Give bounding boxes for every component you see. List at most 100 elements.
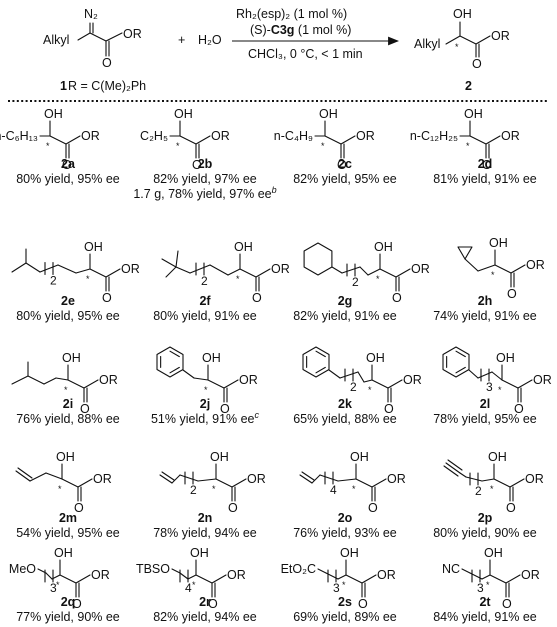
bond bbox=[161, 471, 175, 481]
alkyl-substituent: n-C₁₂H₂₅ bbox=[410, 129, 458, 143]
bond bbox=[339, 371, 359, 379]
carbonyl-o: O bbox=[80, 402, 90, 416]
compound-label: 2d bbox=[478, 157, 493, 171]
plus-sign: + bbox=[178, 33, 185, 47]
bond bbox=[477, 371, 493, 379]
bond bbox=[363, 379, 373, 383]
bond bbox=[468, 369, 479, 379]
bond bbox=[169, 350, 180, 358]
carbonyl-o: O bbox=[506, 501, 516, 515]
stereocenter-star: * bbox=[46, 141, 50, 151]
bond bbox=[223, 379, 239, 389]
carbonyl-o: O bbox=[337, 158, 347, 172]
bond bbox=[367, 268, 381, 276]
stereocenter-star: * bbox=[466, 141, 470, 151]
water: H₂O bbox=[198, 33, 222, 47]
compound-label: 2t bbox=[479, 595, 491, 609]
bond bbox=[187, 574, 197, 580]
conditions-line: CHCl₃, 0 °C, < 1 min bbox=[248, 47, 363, 61]
bond bbox=[494, 264, 512, 274]
bond bbox=[447, 459, 463, 471]
bond bbox=[315, 350, 326, 358]
alkyl-substituent: n-C₄H₉ bbox=[274, 129, 313, 143]
bond bbox=[83, 379, 99, 389]
bond bbox=[51, 574, 61, 580]
product-oh: OH bbox=[453, 7, 472, 21]
compound-label: 2s bbox=[338, 595, 352, 609]
product-o: O bbox=[472, 57, 482, 71]
bond bbox=[65, 135, 81, 145]
bond bbox=[319, 474, 339, 482]
ester-or: OR bbox=[93, 472, 112, 486]
chain-length-subscript: 2 bbox=[352, 275, 359, 289]
bond bbox=[505, 574, 521, 584]
stereocenter-star: * bbox=[368, 385, 372, 395]
chain-length-subscript: 4 bbox=[330, 483, 337, 497]
bond bbox=[39, 264, 59, 273]
compound-label: 2l bbox=[480, 397, 490, 411]
ester-or: OR bbox=[525, 472, 544, 486]
bond bbox=[175, 266, 191, 274]
ester-or: OR bbox=[239, 373, 258, 387]
bond bbox=[197, 478, 217, 482]
yield-ee: 69% yield, 89% ee bbox=[293, 610, 397, 624]
bond bbox=[209, 264, 229, 276]
bond bbox=[481, 478, 495, 482]
yield-ee: 65% yield, 88% ee bbox=[293, 412, 397, 426]
bond bbox=[195, 574, 213, 584]
bond bbox=[481, 574, 491, 580]
carbonyl-o: O bbox=[482, 158, 492, 172]
yield-ee: 82% yield, 95% ee bbox=[293, 172, 397, 186]
compound-1-label: 1 bbox=[60, 79, 67, 93]
yield-ee: 76% yield, 93% ee bbox=[293, 526, 397, 540]
reactant-1: N₂ Alkyl O OR 1 R = C(Me)₂Ph bbox=[43, 7, 146, 93]
bond bbox=[328, 369, 341, 379]
stereocenter-star: * bbox=[498, 385, 502, 395]
bond bbox=[311, 474, 321, 484]
bond bbox=[359, 266, 369, 276]
chain-length-subscript: 2 bbox=[350, 380, 357, 394]
bond bbox=[25, 262, 41, 273]
bond bbox=[171, 568, 181, 574]
bond bbox=[189, 264, 211, 274]
reactant-o: O bbox=[102, 56, 112, 70]
yield-ee: 77% yield, 90% ee bbox=[16, 610, 120, 624]
hydroxyl-oh: OH bbox=[488, 450, 507, 464]
bond bbox=[331, 266, 343, 274]
chain-length-subscript: 3 bbox=[50, 581, 57, 595]
product-or: OR bbox=[491, 29, 510, 43]
hydroxyl-oh: OH bbox=[366, 351, 385, 365]
product-alkyl: Alkyl bbox=[414, 37, 440, 51]
stereocenter-star: * bbox=[352, 484, 356, 494]
compound-label: 2g bbox=[338, 294, 353, 308]
bond bbox=[49, 135, 67, 145]
bond bbox=[75, 574, 91, 584]
cyclopropyl-ring bbox=[457, 246, 473, 260]
bond bbox=[161, 258, 177, 268]
bond bbox=[445, 462, 461, 474]
bond bbox=[299, 474, 313, 484]
carbonyl-o: O bbox=[74, 501, 84, 515]
hydroxyl-oh: OH bbox=[190, 546, 209, 560]
yield-ee: 82% yield, 97% ee bbox=[153, 172, 257, 186]
bond bbox=[455, 350, 466, 358]
alkyl-substituent: n-C₆H₁₃ bbox=[0, 129, 38, 143]
bond bbox=[29, 472, 47, 482]
carbonyl-o: O bbox=[208, 597, 218, 611]
bond bbox=[485, 135, 501, 145]
compound-label: 2b bbox=[198, 157, 213, 171]
yield-ee: 54% yield, 95% ee bbox=[16, 526, 120, 540]
ester-or: OR bbox=[501, 129, 520, 143]
hydroxyl-oh: OH bbox=[54, 546, 73, 560]
bond bbox=[27, 375, 45, 385]
bond bbox=[357, 371, 365, 383]
bond bbox=[171, 474, 181, 484]
reactant-alkyl: Alkyl bbox=[43, 33, 69, 47]
bond bbox=[324, 135, 342, 145]
bond bbox=[315, 366, 326, 374]
